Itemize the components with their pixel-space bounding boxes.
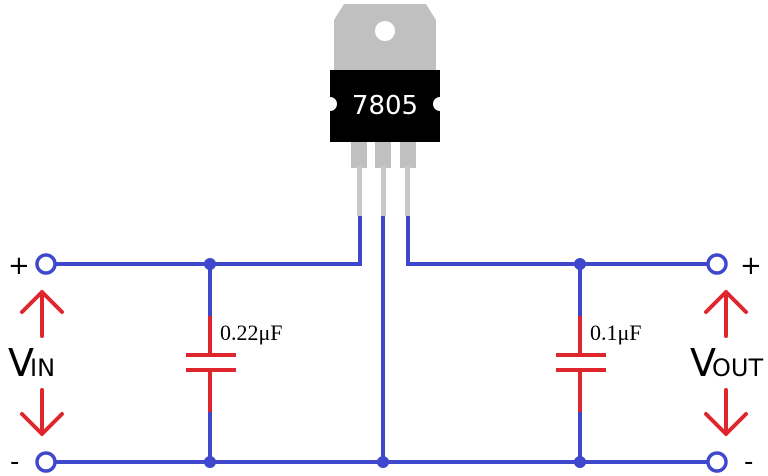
body-notch-right (433, 97, 447, 111)
in-minus-sign: - (10, 447, 19, 476)
vout-sub: OUT (712, 354, 763, 382)
wire-output (406, 216, 708, 266)
terminals (35, 253, 728, 473)
junctions (204, 258, 586, 468)
pin-stub-ground (375, 142, 391, 168)
terminal-in-plus (35, 253, 57, 275)
terminal-out-minus (706, 451, 728, 473)
mounting-hole (375, 21, 395, 41)
wires (55, 216, 708, 464)
capacitor-input (186, 316, 236, 412)
vin-main: V (8, 341, 34, 385)
regulator-label: 7805 (352, 91, 418, 121)
pin-stub-input (351, 142, 367, 168)
lead-input (357, 166, 362, 216)
vin-up-arrow (20, 290, 64, 338)
vout-arrows (704, 290, 748, 436)
vin-arrows (20, 290, 64, 436)
lead-output (405, 166, 410, 216)
cap1-label: 0.22μF (220, 320, 283, 345)
junction-dot (574, 456, 586, 468)
junction-dot (377, 456, 389, 468)
vout-down-arrow (704, 388, 748, 436)
in-plus-sign: + (8, 251, 30, 281)
wire-input (55, 216, 362, 266)
vin-sub: IN (30, 354, 55, 382)
junction-dot (204, 258, 216, 270)
junction-dot (574, 258, 586, 270)
vout-up-arrow (704, 290, 748, 338)
out-plus-sign: + (740, 251, 762, 281)
terminal-in-minus (35, 451, 57, 473)
vin-label: VIN (8, 341, 55, 385)
junction-dot (204, 456, 216, 468)
cap2-label: 0.1μF (590, 320, 642, 345)
capacitor-output (556, 316, 606, 412)
vout-main: V (690, 341, 716, 385)
vout-label: VOUT (690, 341, 763, 385)
regulator-body (330, 70, 440, 142)
lead-ground (381, 166, 386, 216)
body-notch-left (323, 97, 337, 111)
regulator-7805: 7805 (323, 4, 447, 216)
vin-down-arrow (20, 388, 64, 436)
out-minus-sign: - (744, 447, 753, 476)
pin-stub-output (400, 142, 416, 168)
terminal-out-plus (706, 253, 728, 275)
